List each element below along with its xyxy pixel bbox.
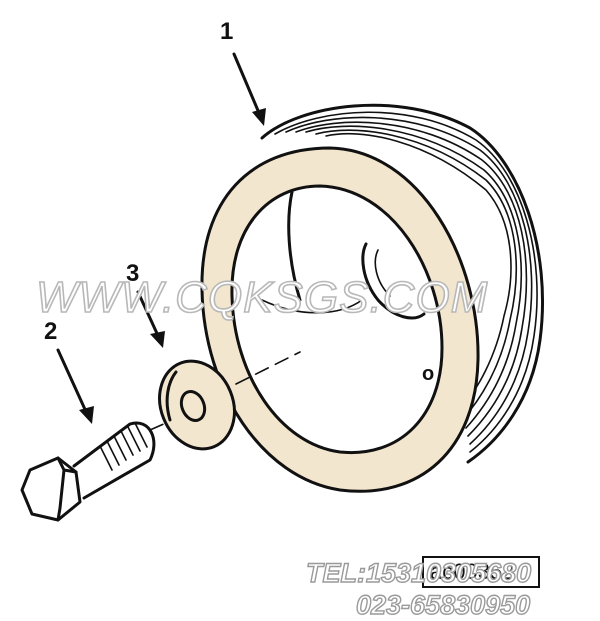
washer-outer <box>158 359 236 451</box>
watermark-text: WWW.CQKSGS.COM <box>35 272 489 323</box>
pulley-grooves <box>274 111 538 453</box>
washer-hole <box>179 389 207 423</box>
pulley-front-face <box>200 146 480 493</box>
capscrew-threads <box>99 422 148 471</box>
arrow-pulley <box>232 52 264 122</box>
contact-phone-2: 023-65830950 <box>355 590 531 620</box>
callout-2: 2 <box>44 318 58 345</box>
reference-code-box: ac00352 <box>422 556 540 588</box>
capscrew <box>20 421 156 522</box>
pulley-rim-back-edge <box>260 103 544 464</box>
callout-1: 1 <box>220 18 234 45</box>
callout-3: 3 <box>126 260 140 287</box>
arrow-washer <box>136 290 162 342</box>
leader-arrows <box>56 52 266 424</box>
pulley-hole-mark: o <box>422 363 434 385</box>
pulley-hub <box>361 242 426 320</box>
capscrew-shank <box>72 421 156 500</box>
pulley-inner-wall <box>287 190 302 302</box>
contact-phone: TEL:15310305680 <box>305 558 532 588</box>
arrow-capscrew <box>56 348 90 418</box>
pulley: o <box>200 103 544 493</box>
washer <box>158 359 236 451</box>
capscrew-head <box>20 456 82 522</box>
